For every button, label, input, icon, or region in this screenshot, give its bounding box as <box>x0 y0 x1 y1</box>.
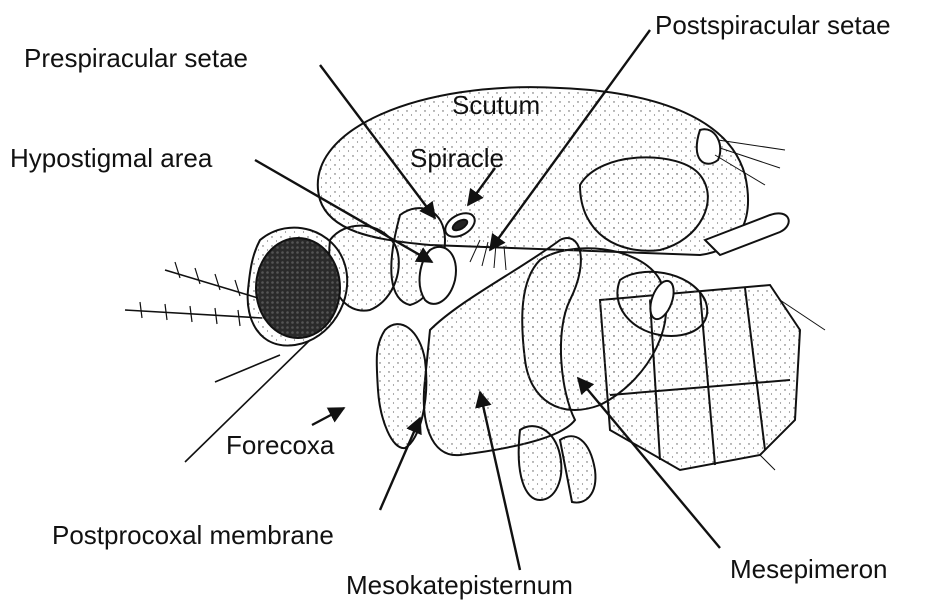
label-postprocoxal-membrane: Postprocoxal membrane <box>52 522 334 548</box>
label-forecoxa: Forecoxa <box>226 432 334 458</box>
label-prespiracular-setae: Prespiracular setae <box>24 45 248 71</box>
label-mesepimeron: Mesepimeron <box>730 556 888 582</box>
label-hypostigmal-area: Hypostigmal area <box>10 145 212 171</box>
compound-eye <box>256 238 340 338</box>
arrow-forecoxa <box>312 408 344 425</box>
forecoxa-shape <box>377 324 427 448</box>
label-spiracle: Spiracle <box>410 145 504 171</box>
label-scutum: Scutum <box>452 92 540 118</box>
label-postspiracular-setae: Postspiracular setae <box>655 12 891 38</box>
label-mesokatepisternum: Mesokatepisternum <box>346 572 573 598</box>
